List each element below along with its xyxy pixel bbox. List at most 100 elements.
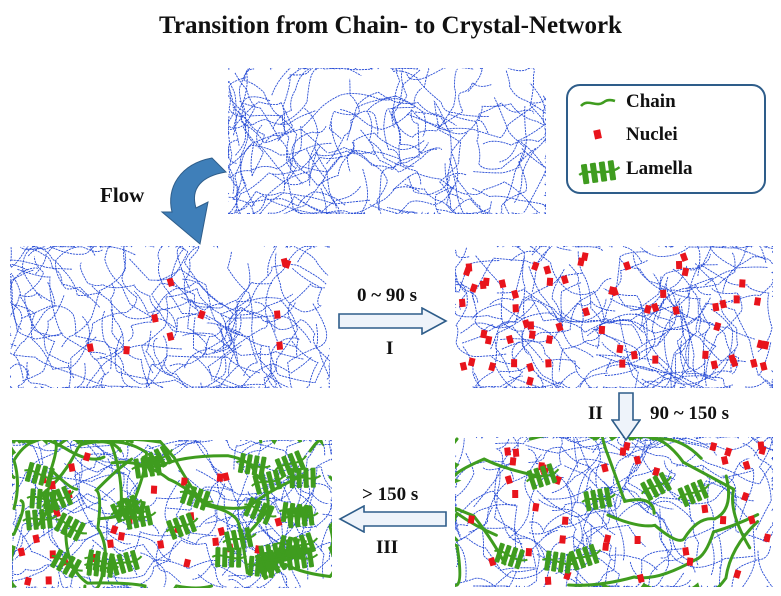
chain — [639, 303, 733, 388]
legend-label-lamella: Lamella — [626, 158, 693, 179]
chain — [274, 252, 323, 313]
nucleus — [610, 286, 619, 297]
nucleus — [757, 441, 765, 450]
chain — [303, 186, 420, 214]
chain — [17, 369, 104, 388]
chain — [326, 372, 330, 388]
chain — [346, 132, 425, 173]
chain — [266, 319, 330, 377]
chain — [206, 322, 277, 388]
chain — [26, 361, 69, 388]
chain — [520, 141, 546, 177]
chain — [265, 337, 300, 388]
nucleus — [273, 310, 281, 319]
nucleus — [82, 452, 91, 462]
chain-icon — [580, 98, 616, 107]
lamella — [640, 471, 672, 502]
nucleus — [633, 455, 642, 465]
nucleus — [488, 362, 497, 372]
nucleus — [512, 304, 519, 313]
chain — [695, 437, 773, 474]
chain — [43, 440, 110, 463]
legend-label-chain: Chain — [626, 91, 676, 112]
nucleus — [123, 345, 130, 355]
nucleus — [719, 515, 727, 525]
chain — [612, 437, 712, 484]
chain — [197, 574, 286, 588]
nuclei-icon — [593, 129, 602, 140]
chain — [104, 246, 176, 329]
nucleus — [675, 260, 683, 270]
chain — [321, 121, 363, 214]
lamella — [22, 508, 58, 531]
chain — [12, 558, 67, 576]
chain — [17, 268, 107, 355]
chain — [285, 246, 313, 263]
nucleus — [110, 525, 119, 535]
chain — [55, 246, 104, 308]
nucleus — [117, 531, 126, 541]
panel-crystal-network — [12, 440, 332, 588]
chain — [751, 437, 771, 457]
chain — [537, 498, 616, 562]
chain — [504, 341, 524, 388]
chain — [228, 125, 302, 179]
flow-label: Flow — [100, 183, 145, 207]
chain — [141, 287, 214, 374]
nucleus — [753, 297, 762, 306]
nucleus — [274, 517, 283, 527]
chain — [489, 246, 525, 305]
tie-chain — [12, 499, 25, 588]
tie-chain — [528, 437, 703, 460]
chain — [392, 68, 401, 165]
chain — [27, 246, 101, 257]
chain — [140, 539, 228, 588]
tie-chain — [284, 475, 332, 579]
nucleus — [679, 252, 689, 262]
chain — [551, 272, 595, 359]
chain — [744, 370, 773, 388]
nucleus — [561, 516, 569, 525]
chain — [183, 246, 208, 345]
lamella — [284, 532, 319, 559]
chain — [577, 251, 644, 334]
chain — [286, 156, 329, 214]
chain — [434, 102, 462, 208]
chain — [606, 348, 736, 385]
chain — [151, 282, 203, 331]
chain — [279, 68, 372, 125]
chain — [742, 442, 773, 497]
chain — [631, 442, 754, 479]
chain — [85, 309, 124, 388]
tie-chain — [567, 513, 760, 587]
chain — [630, 548, 685, 587]
chain — [406, 81, 492, 127]
flow-arrow — [160, 157, 228, 245]
chain — [265, 68, 333, 142]
chain — [630, 304, 687, 388]
nucleus — [484, 335, 493, 345]
lamella — [165, 512, 199, 540]
chain — [609, 253, 711, 311]
chain — [700, 264, 773, 353]
chain — [10, 269, 64, 340]
nucleus — [504, 447, 512, 456]
nucleus — [527, 321, 534, 330]
nucleus — [183, 558, 191, 568]
chain — [481, 571, 520, 587]
nucleus — [682, 546, 690, 556]
chain — [236, 190, 371, 214]
step-2-time: 90 ~ 150 s — [650, 403, 730, 424]
chain-texture — [10, 246, 330, 388]
lamella — [286, 467, 322, 489]
nucleus — [150, 485, 158, 494]
step-arrow-right — [338, 307, 448, 335]
chain — [350, 148, 403, 214]
nucleus — [465, 263, 473, 272]
chain — [292, 149, 376, 187]
chain — [567, 437, 590, 502]
chain — [521, 324, 577, 386]
tie-chain — [592, 437, 752, 550]
nucleus — [555, 322, 564, 332]
chain — [212, 297, 282, 354]
